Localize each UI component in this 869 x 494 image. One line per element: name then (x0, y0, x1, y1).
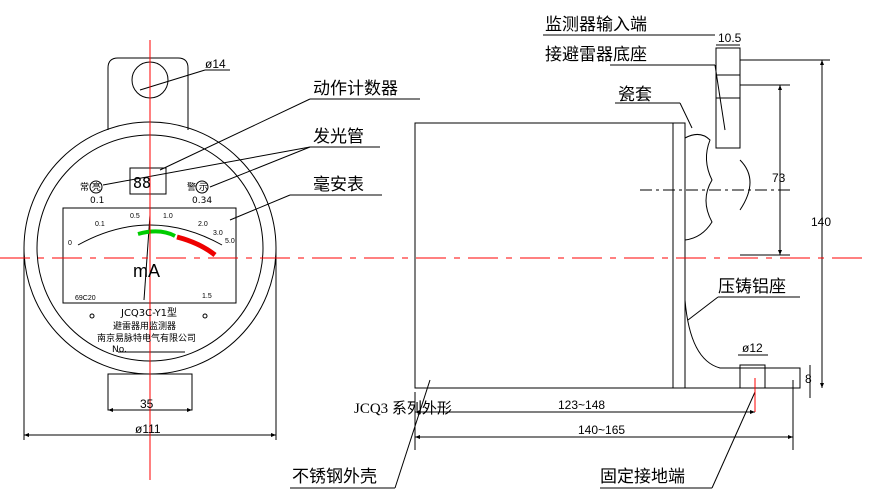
dim-140: 140 (811, 215, 831, 229)
ground-bolt (739, 364, 766, 389)
dim-width: ø111 (135, 422, 161, 436)
led-left-value: 0.1 (90, 196, 104, 206)
scale-tick-label: 0.1 (95, 221, 105, 228)
serial-label: No. (112, 345, 127, 355)
dim-base: 35 (140, 397, 154, 411)
class-mark: 1.5 (202, 293, 212, 300)
center-lines (0, 40, 869, 480)
label-porcelain: 瓷套 (618, 85, 652, 105)
scale-tick-label: 0.5 (130, 213, 140, 220)
scale-ticks: 0 0.1 0.5 1.0 2.0 3.0 5.0 (68, 213, 235, 247)
label-stainless-shell: 不锈钢外壳 (292, 467, 377, 487)
unit-label: mA (133, 261, 160, 281)
stainless-shell (414, 122, 674, 389)
led-right-label: 警 示 (187, 181, 208, 193)
side-view (414, 47, 801, 389)
dim-8: 8 (805, 372, 812, 386)
label-series-outline: JCQ3 系列外形 (354, 400, 452, 417)
scale-tick-label: 2.0 (198, 221, 208, 228)
led-right (195, 180, 209, 194)
label-input-terminal: 监测器输入端 (545, 15, 647, 35)
dim-top: 10.5 (718, 31, 742, 45)
counter-box (129, 167, 167, 195)
dim-73: 73 (772, 171, 786, 185)
counter-digits: 88 (133, 174, 151, 192)
scale-tick-label: 5.0 (225, 238, 235, 245)
porcelain-sleeve (684, 134, 713, 241)
led-left-label: 常 亮 (80, 181, 101, 193)
scale-tick-label: 0 (68, 240, 72, 247)
company-label: 南京易脉特电气有限公司 (97, 332, 196, 344)
led-left (89, 180, 103, 194)
label-arrester-base: 接避雷器底座 (545, 45, 647, 65)
product-label: 避雷器用监测器 (113, 320, 176, 332)
dim-bolt: ø12 (742, 341, 763, 355)
dim-hole: ø14 (205, 57, 226, 71)
dim-length-1: 123~148 (558, 398, 605, 412)
label-meter: 毫安表 (313, 175, 364, 195)
scale-tick-label: 3.0 (213, 230, 223, 237)
mounting-ear (107, 57, 189, 130)
led-right-value: 0.34 (192, 196, 212, 206)
model-label: JCQ3C-Y1型 (120, 306, 177, 319)
cert-mark: 69C20 (75, 295, 96, 302)
label-counter: 动作计数器 (313, 79, 398, 99)
dim-length-2: 140~165 (578, 423, 625, 437)
label-ground-terminal: 固定接地端 (600, 467, 685, 487)
label-led: 发光管 (313, 127, 364, 147)
scale-tick-label: 1.0 (163, 213, 173, 220)
label-aluminum-base: 压铸铝座 (718, 277, 786, 297)
